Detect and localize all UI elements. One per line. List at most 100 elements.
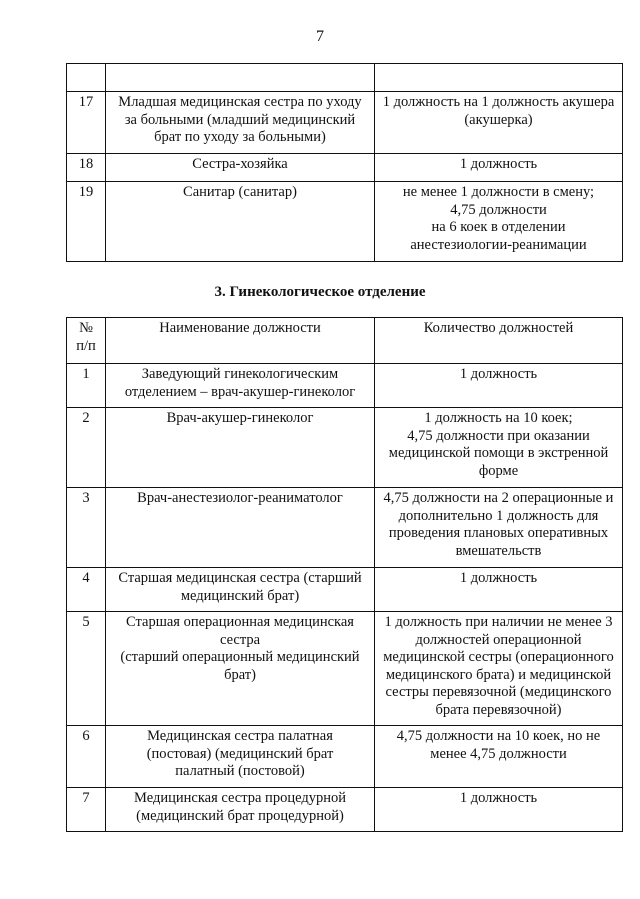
position-name-line: Сестра-хозяйка — [192, 156, 288, 172]
position-name: Медицинская сестра палатная (постовая) (… — [105, 725, 375, 788]
position-name: Медицинская сестра процедурной (медицинс… — [105, 787, 375, 832]
position-name: Заведующий гинекологическим отделением –… — [105, 363, 375, 408]
position-quantity-line: анестезиологии-реанимации — [410, 236, 587, 253]
position-quantity-line: 1 должность — [459, 156, 538, 172]
table-row — [66, 63, 623, 92]
position-quantity-line: 1 должность — [459, 790, 538, 806]
position-name — [105, 63, 375, 92]
row-number: 4 — [66, 567, 106, 612]
gynecology-staff-table: № п/п Наименование должности Количество … — [66, 317, 623, 832]
position-name-line: за больными (младший медицинский — [124, 111, 356, 128]
position-quantity-line: дополнительно 1 должность для — [398, 507, 599, 524]
page-number: 7 — [316, 28, 324, 45]
position-name: Старшая операционная медицинская сестра … — [105, 611, 375, 726]
position-name-line: Старшая медицинская сестра (старший — [118, 570, 362, 586]
table-row: 2 Врач-акушер-гинеколог 1 должность на 1… — [66, 407, 623, 488]
position-quantity-line: медицинского брата) и медицинской — [385, 666, 612, 683]
position-name: Врач-акушер-гинеколог — [105, 407, 375, 488]
position-quantity-line: 1 должность — [459, 366, 538, 382]
position-quantity: 1 должность — [374, 153, 623, 182]
position-name-line: отделением – врач-акушер-гинеколог — [124, 383, 356, 400]
position-name-line: (медицинский брат процедурной) — [136, 807, 344, 824]
position-name: Санитар (санитар) — [105, 181, 375, 262]
section-heading: 3. Гинекологическое отделение — [214, 284, 426, 300]
position-name-line: Медицинская сестра палатная — [147, 728, 333, 744]
position-quantity-line: брата перевязочной) — [435, 701, 562, 718]
header-position-quantity: Количество должностей — [374, 317, 623, 364]
header-number-line: п/п — [76, 337, 96, 354]
position-name: Младшая медицинская сестра по уходу за б… — [105, 91, 375, 154]
position-quantity-line: (акушерка) — [464, 111, 533, 128]
header-number: № п/п — [66, 317, 106, 364]
position-quantity: 4,75 должности на 10 коек, но не менее 4… — [374, 725, 623, 788]
position-quantity-line: 4,75 должности — [450, 201, 547, 218]
position-quantity — [374, 63, 623, 92]
position-quantity: 1 должность на 10 коек; 4,75 должности п… — [374, 407, 623, 488]
position-name-line: Медицинская сестра процедурной — [134, 790, 346, 806]
row-number: 1 — [66, 363, 106, 408]
position-name: Старшая медицинская сестра (старший меди… — [105, 567, 375, 612]
position-quantity-line: 1 должность при наличии не менее 3 — [384, 614, 613, 630]
row-number — [66, 63, 106, 92]
position-name-line: Врач-акушер-гинеколог — [166, 410, 314, 426]
row-number: 19 — [66, 181, 106, 262]
position-name-line: Старшая операционная медицинская — [126, 614, 354, 630]
position-quantity-line: не менее 1 должности в смену; — [402, 184, 595, 200]
table-row: 6 Медицинская сестра палатная (постовая)… — [66, 725, 623, 788]
position-quantity-line: 4,75 должности при оказании — [407, 427, 590, 444]
table-row: 18 Сестра-хозяйка 1 должность — [66, 153, 623, 182]
position-quantity: 4,75 должности на 2 операционные и допол… — [374, 487, 623, 568]
position-quantity-line: форме — [478, 462, 519, 479]
position-name-line: Заведующий гинекологическим — [141, 366, 339, 382]
position-quantity-line: должностей операционной — [415, 631, 582, 648]
position-quantity: 1 должность — [374, 363, 623, 408]
row-number: 3 — [66, 487, 106, 568]
table-header-row: № п/п Наименование должности Количество … — [66, 317, 623, 364]
header-position-name: Наименование должности — [105, 317, 375, 364]
table-row: 17 Младшая медицинская сестра по уходу з… — [66, 91, 623, 154]
table-row: 3 Врач-анестезиолог-реаниматолог 4,75 до… — [66, 487, 623, 568]
position-name-line: медицинский брат) — [180, 587, 300, 604]
position-quantity-line: 4,75 должности на 2 операционные и — [383, 490, 614, 506]
position-name-line: Врач-анестезиолог-реаниматолог — [137, 490, 343, 506]
position-name-line: сестра — [219, 631, 261, 648]
row-number: 7 — [66, 787, 106, 832]
position-name-line: брат) — [224, 666, 256, 683]
position-quantity-line: 1 должность на 1 должность акушера — [382, 94, 615, 110]
position-quantity-line: вмешательств — [455, 542, 542, 559]
position-quantity-line: 1 должность — [459, 570, 538, 586]
staff-table-continued: 17 Младшая медицинская сестра по уходу з… — [66, 63, 623, 262]
position-quantity: не менее 1 должности в смену; 4,75 должн… — [374, 181, 623, 262]
position-name-line: Санитар (санитар) — [183, 184, 297, 200]
position-quantity: 1 должность — [374, 787, 623, 832]
position-name-line: Младшая медицинская сестра по уходу — [118, 94, 362, 110]
position-quantity-line: 1 должность на 10 коек; — [424, 410, 573, 426]
position-quantity: 1 должность при наличии не менее 3 должн… — [374, 611, 623, 726]
position-name-line: (старший операционный медицинский — [120, 649, 360, 665]
position-name-line: (постовая) (медицинский брат — [146, 745, 334, 762]
row-number: 2 — [66, 407, 106, 488]
table-row: 1 Заведующий гинекологическим отделением… — [66, 363, 623, 408]
position-name: Врач-анестезиолог-реаниматолог — [105, 487, 375, 568]
position-name-line: брат по уходу за больными) — [154, 129, 326, 145]
row-number: 6 — [66, 725, 106, 788]
position-quantity: 1 должность — [374, 567, 623, 612]
position-quantity-line: проведения плановых оперативных — [388, 525, 609, 541]
row-number: 18 — [66, 153, 106, 182]
position-quantity-line: медицинской сестры (операционного — [383, 649, 614, 665]
table-row: 5 Старшая операционная медицинская сестр… — [66, 611, 623, 726]
position-quantity-line: 4,75 должности на 10 коек, но не — [396, 728, 601, 744]
row-number: 17 — [66, 91, 106, 154]
position-quantity-line: медицинской помощи в экстренной — [388, 445, 609, 461]
table-row: 4 Старшая медицинская сестра (старший ме… — [66, 567, 623, 612]
table-row: 19 Санитар (санитар) не менее 1 должност… — [66, 181, 623, 262]
position-quantity-line: менее 4,75 должности — [430, 745, 567, 762]
position-name: Сестра-хозяйка — [105, 153, 375, 182]
row-number: 5 — [66, 611, 106, 726]
position-quantity-line: сестры перевязочной (медицинского — [385, 684, 612, 700]
position-quantity: 1 должность на 1 должность акушера (акуш… — [374, 91, 623, 154]
table-row: 7 Медицинская сестра процедурной (медици… — [66, 787, 623, 832]
header-number-line: № — [79, 320, 93, 336]
position-name-line: палатный (постовой) — [175, 763, 305, 779]
position-quantity-line: на 6 коек в отделении — [431, 219, 566, 235]
